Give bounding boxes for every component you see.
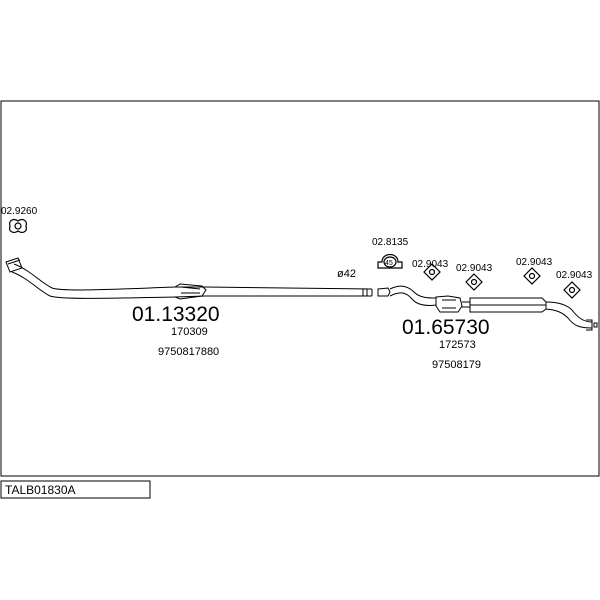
diameter-label: ø42	[337, 268, 356, 280]
hanger-icon	[563, 281, 581, 299]
hanger-icon	[423, 263, 441, 281]
accessory-code: 02.9043	[516, 257, 553, 268]
part-number: 01.65730	[402, 316, 490, 339]
accessory-code: 02.9260	[1, 206, 38, 217]
part-code: 97508179	[432, 359, 481, 371]
accessory-code: 02.9043	[456, 263, 493, 274]
hanger-icon	[465, 273, 483, 291]
clamp-icon	[377, 253, 403, 269]
rear-silencer	[377, 285, 598, 331]
accessory-code: 02.9043	[412, 259, 449, 270]
accessory-code: 02.8135	[372, 237, 409, 248]
diagram-code: TALB01830A	[5, 483, 76, 497]
part-code: 170309	[171, 326, 208, 338]
gasket-icon	[9, 219, 27, 233]
part-code: 9750817880	[158, 346, 219, 358]
front-pipe	[5, 257, 373, 300]
hanger-icon	[523, 267, 541, 285]
clamp-size-label: 45	[385, 260, 393, 267]
diagram-frame	[0, 100, 600, 477]
part-code: 172573	[439, 339, 476, 351]
accessory-code: 02.9043	[556, 270, 593, 281]
part-number: 01.13320	[132, 303, 220, 326]
code-box	[0, 480, 151, 499]
